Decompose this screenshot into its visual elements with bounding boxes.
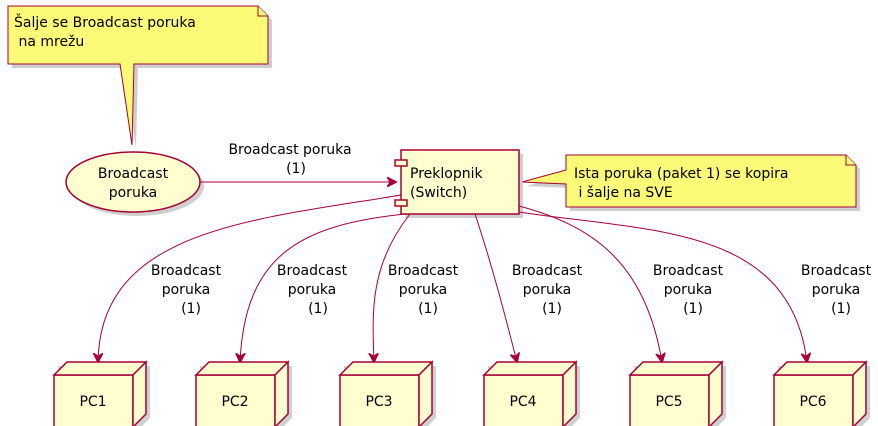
edge-pc6-line (518, 211, 807, 362)
note-right-line-1: Ista poruka (paket 1) se kopira (574, 166, 788, 182)
note-top-body (7, 5, 269, 146)
pc3-top (338, 361, 434, 376)
usecase-line-2: poruka (109, 185, 158, 201)
switch-port-bottom (394, 199, 408, 207)
pc4-front (483, 374, 564, 426)
pc3-front (339, 374, 420, 426)
pc5-label: PC5 (655, 394, 682, 410)
edge-pc3: Broadcast poruka (1) (373, 213, 459, 362)
edge-pc1-label-2: poruka (162, 282, 211, 298)
edges-to-pcs: Broadcast poruka (1) Broadcast poruka (1… (98, 194, 872, 362)
edge-pc2-label-2: poruka (288, 282, 337, 298)
edge-pc1-label-3: (1) (181, 301, 201, 317)
edge-pc4-label-2: poruka (523, 282, 572, 298)
usecase-line-1: Broadcast (98, 166, 169, 182)
pc6-node: PC6 (772, 360, 870, 426)
edge-pc6-label-1: Broadcast (801, 263, 872, 279)
edge-pc6-label-3: (1) (831, 301, 851, 317)
usecase-broadcast: Broadcast poruka (65, 151, 204, 216)
edge-pc2-label-1: Broadcast (277, 263, 348, 279)
note-top-line-2: na mrežu (14, 34, 84, 50)
pc4-top (482, 361, 578, 376)
pc5-top (628, 361, 724, 376)
edge-pc1-label-1: Broadcast (151, 263, 222, 279)
edge-main-label-1: Broadcast poruka (228, 142, 351, 158)
edge-pc2: Broadcast poruka (1) (240, 213, 406, 362)
pc1-top (52, 361, 148, 376)
pc1-side (132, 360, 147, 426)
pc5-side (708, 360, 723, 426)
pc2-front (195, 374, 276, 426)
switch-line-2: (Switch) (410, 185, 467, 201)
switch-body (400, 149, 520, 215)
pc3-node: PC3 (338, 360, 436, 426)
edge-main-label-2: (1) (286, 161, 306, 177)
pc6-side (852, 360, 867, 426)
pc3-label: PC3 (365, 394, 392, 410)
pc1-label: PC1 (79, 394, 106, 410)
note-top-fold (257, 6, 268, 17)
edge-pc3-label-2: poruka (399, 282, 448, 298)
edge-pc4: Broadcast poruka (1) (474, 213, 583, 362)
edge-pc6-label-2: poruka (812, 282, 861, 298)
note-right-fold (845, 155, 856, 166)
edge-pc2-line (240, 213, 406, 362)
edge-pc5-label-1: Broadcast (653, 263, 724, 279)
edge-pc4-label-3: (1) (542, 301, 562, 317)
switch-component: Preklopnik (Switch) (394, 149, 523, 218)
pc4-side (562, 360, 577, 426)
edge-pc1-line (98, 194, 402, 362)
note-right: Ista poruka (paket 1) se kopira i šalje … (521, 154, 860, 211)
edge-pc3-label-1: Broadcast (388, 263, 459, 279)
pc1-node: PC1 (52, 360, 150, 426)
pc4-label: PC4 (509, 394, 536, 410)
edge-pc3-label-3: (1) (418, 301, 438, 317)
pc2-side (274, 360, 289, 426)
edge-pc5-label-2: poruka (664, 282, 713, 298)
pc6-label: PC6 (799, 394, 826, 410)
edge-pc3-line (373, 213, 411, 362)
edge-pc5: Broadcast poruka (1) (518, 205, 724, 362)
edge-pc2-label-3: (1) (308, 301, 328, 317)
note-top: Šalje se Broadcast poruka na mrežu (7, 5, 272, 149)
pc-nodes: PC1 PC2 PC3 PC4 (52, 360, 870, 426)
pc6-top (772, 361, 868, 376)
switch-line-1: Preklopnik (410, 166, 483, 182)
pc2-label: PC2 (221, 394, 248, 410)
edge-pc6: Broadcast poruka (1) (518, 211, 872, 362)
pc2-top (194, 361, 290, 376)
note-right-line-2: i šalje na SVE (574, 185, 673, 201)
pc2-node: PC2 (194, 360, 292, 426)
pc4-node: PC4 (482, 360, 580, 426)
edge-pc4-label-1: Broadcast (512, 263, 583, 279)
switch-port-top (394, 159, 408, 167)
pc6-front (773, 374, 854, 426)
pc5-node: PC5 (628, 360, 726, 426)
edge-pc4-line (474, 213, 517, 362)
usecase-ellipse (65, 151, 201, 213)
edge-pc5-label-3: (1) (683, 301, 703, 317)
edge-pc5-line (518, 205, 662, 362)
note-top-line-1: Šalje se Broadcast poruka (14, 13, 196, 31)
edge-pc1: Broadcast poruka (1) (98, 194, 402, 362)
edge-main: Broadcast poruka (1) (200, 142, 396, 182)
pc1-front (53, 374, 134, 426)
pc3-side (418, 360, 433, 426)
